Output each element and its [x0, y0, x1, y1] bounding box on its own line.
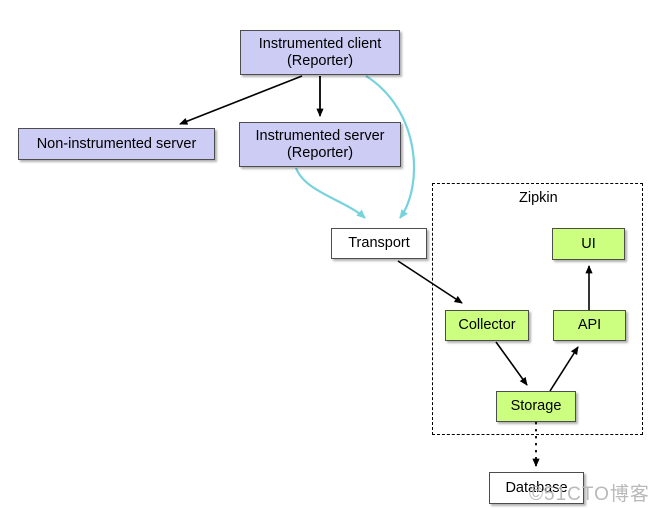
edge-collector-to-storage [495, 341, 528, 386]
node-non-instrumented-server[interactable]: Non-instrumented server [18, 128, 215, 160]
node-storage[interactable]: Storage [496, 391, 576, 422]
node-collector[interactable]: Collector [445, 310, 529, 341]
node-database[interactable]: Database [489, 472, 584, 504]
node-instrumented-server[interactable]: Instrumented server (Reporter) [239, 122, 401, 167]
edge-storage-to-api [549, 346, 579, 392]
node-transport[interactable]: Transport [331, 228, 427, 259]
edge-client-to-transport [365, 75, 416, 219]
zipkin-group-box [432, 183, 643, 435]
edge-client-to-noninstrumented-server [179, 75, 303, 125]
node-api[interactable]: API [553, 310, 626, 341]
zipkin-group-label: Zipkin [519, 190, 558, 206]
node-instrumented-client[interactable]: Instrumented client (Reporter) [240, 30, 400, 75]
node-ui[interactable]: UI [552, 228, 625, 260]
edge-transport-to-collector [397, 260, 463, 304]
edge-instrumented-server-to-transport [294, 167, 366, 219]
